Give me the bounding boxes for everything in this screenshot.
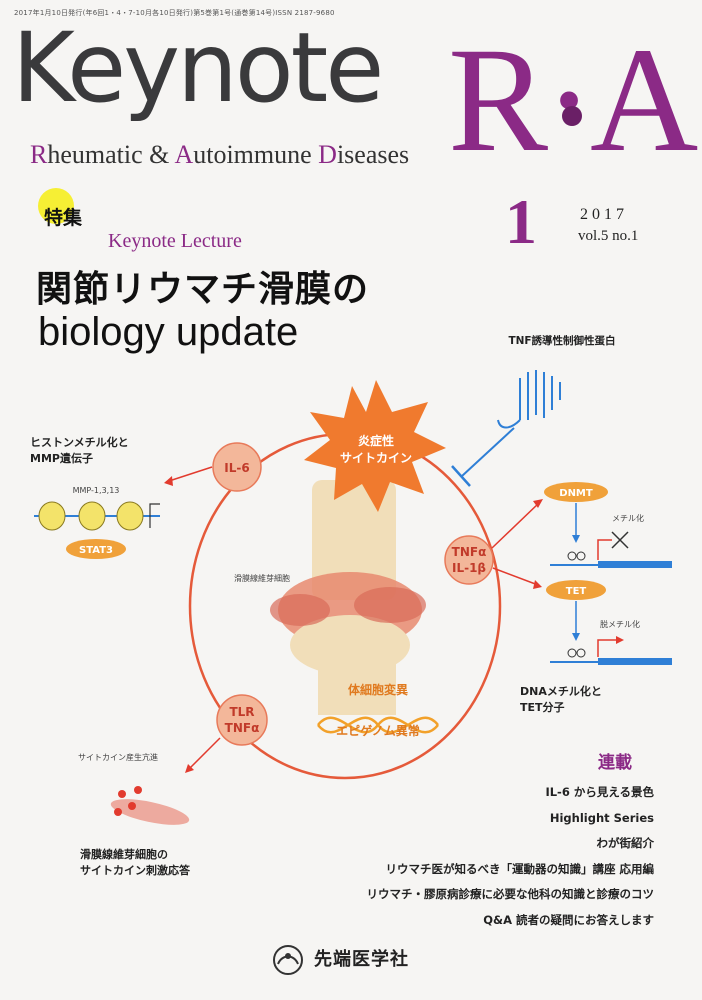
publisher-logo-icon (273, 945, 303, 975)
demethylation-label: 脱メチル化 (600, 619, 640, 629)
cytokine-hyper-label: サイトカイン産生亢進 (78, 752, 158, 762)
somatic-mutation-label: 体細胞変異 (348, 682, 408, 697)
tnf-il1-bubble (444, 535, 494, 585)
serial-item: わが街紹介 (596, 836, 655, 850)
stat3-label: STAT3 (79, 545, 113, 556)
dna-helix-icon (317, 716, 439, 734)
tnf-il1-line1: TNFα (452, 545, 487, 559)
tlr-line1: TLR (229, 705, 254, 719)
serial-item: IL-6 から見える景色 (545, 785, 654, 799)
tet-label: TET (566, 586, 587, 597)
tnf-to-tet-arrow (492, 567, 539, 586)
lecture-label: Keynote Lecture (108, 230, 242, 252)
issue-number: 1 (505, 186, 537, 257)
dnmt-label: DNMT (559, 488, 593, 499)
il6-bubble (212, 442, 262, 492)
feature-headline-line1: 関節リウマチ滑膜の (36, 269, 370, 310)
magazine-subtitle: Rheumatic & Autoimmune Diseases (30, 140, 410, 169)
histone-label-line2: MMP遺伝子 (30, 451, 93, 465)
inhibition-line (461, 427, 515, 477)
nucleosome-icon (34, 501, 160, 531)
response-label-line1: 滑膜線維芽細胞の (80, 847, 168, 861)
magazine-title: Keynote (12, 12, 384, 124)
serial-list: IL-6 から見える景色 Highlight Series わが街紹介 リウマチ… (367, 780, 655, 933)
synovium-diagram: 炎症性 サイトカイン 体細胞変異 エピゲノム異常 滑膜線維芽細胞 IL-6 TN… (30, 334, 672, 877)
feature-headline-line2: biology update (38, 310, 299, 354)
starburst-line2: サイトカイン (340, 451, 412, 465)
issue-volume: vol.5 no.1 (578, 228, 639, 244)
title-ra-logo: R·A (448, 28, 698, 168)
issue-year: 2017 (580, 206, 628, 223)
epigenome-label: エピゲノム異常 (336, 723, 420, 738)
dna-methylation-label-line2: TET分子 (520, 700, 565, 714)
publication-info: 2017年1月10日発行(年6回1・4・7-10月各10日発行)第5巻第1号(通… (14, 9, 335, 17)
tnf-il1-line2: IL-1β (452, 561, 486, 575)
tet-oval (546, 580, 606, 600)
tlr-line2: TNFα (225, 721, 260, 735)
tnf-protein-icon (497, 370, 561, 429)
serial-section-title: 連載 (598, 753, 632, 773)
serial-item: Q&A 読者の疑問にお答えします (483, 912, 654, 927)
synovial-fibroblast-label: 滑膜線維芽細胞 (234, 573, 290, 583)
publisher-name: 先端医学社 (314, 949, 409, 970)
inhibition-bar (451, 465, 471, 487)
title-dot (562, 106, 582, 126)
inflammatory-starburst (304, 380, 446, 512)
methylation-label: メチル化 (612, 513, 644, 523)
histone-label-line1: ヒストンメチル化と (30, 435, 129, 449)
fibroblast-cell-icon (110, 786, 190, 825)
il6-label: IL-6 (224, 461, 249, 475)
tlr-arrow (187, 737, 221, 771)
starburst-line1: 炎症性 (358, 433, 394, 448)
feature-tag: 特集 (44, 207, 83, 229)
feature-tag-dot (38, 188, 74, 224)
title-ra-text: R·A (448, 28, 698, 168)
dna-methylation-label-line1: DNAメチル化と (520, 684, 602, 698)
dnmt-oval (544, 482, 608, 502)
serial-item: リウマチ医が知るべき「運動器の知識」講座 応用編 (385, 861, 654, 876)
tnf-protein-label: TNF誘導性制御性蛋白 (508, 334, 615, 347)
tnf-to-dnmt-arrow (491, 501, 541, 549)
joint-illustration (270, 480, 426, 715)
serial-item: Highlight Series (549, 810, 654, 825)
serial-item: リウマチ・膠原病診療に必要な他科の知識と診療のコツ (366, 887, 655, 901)
mmp-genes-label: MMP-1,3,13 (73, 486, 120, 495)
il6-arrow (165, 466, 213, 483)
tlr-bubble (216, 694, 268, 746)
stat3-oval (66, 539, 126, 559)
response-label-line2: サイトカイン刺激応答 (80, 863, 191, 877)
